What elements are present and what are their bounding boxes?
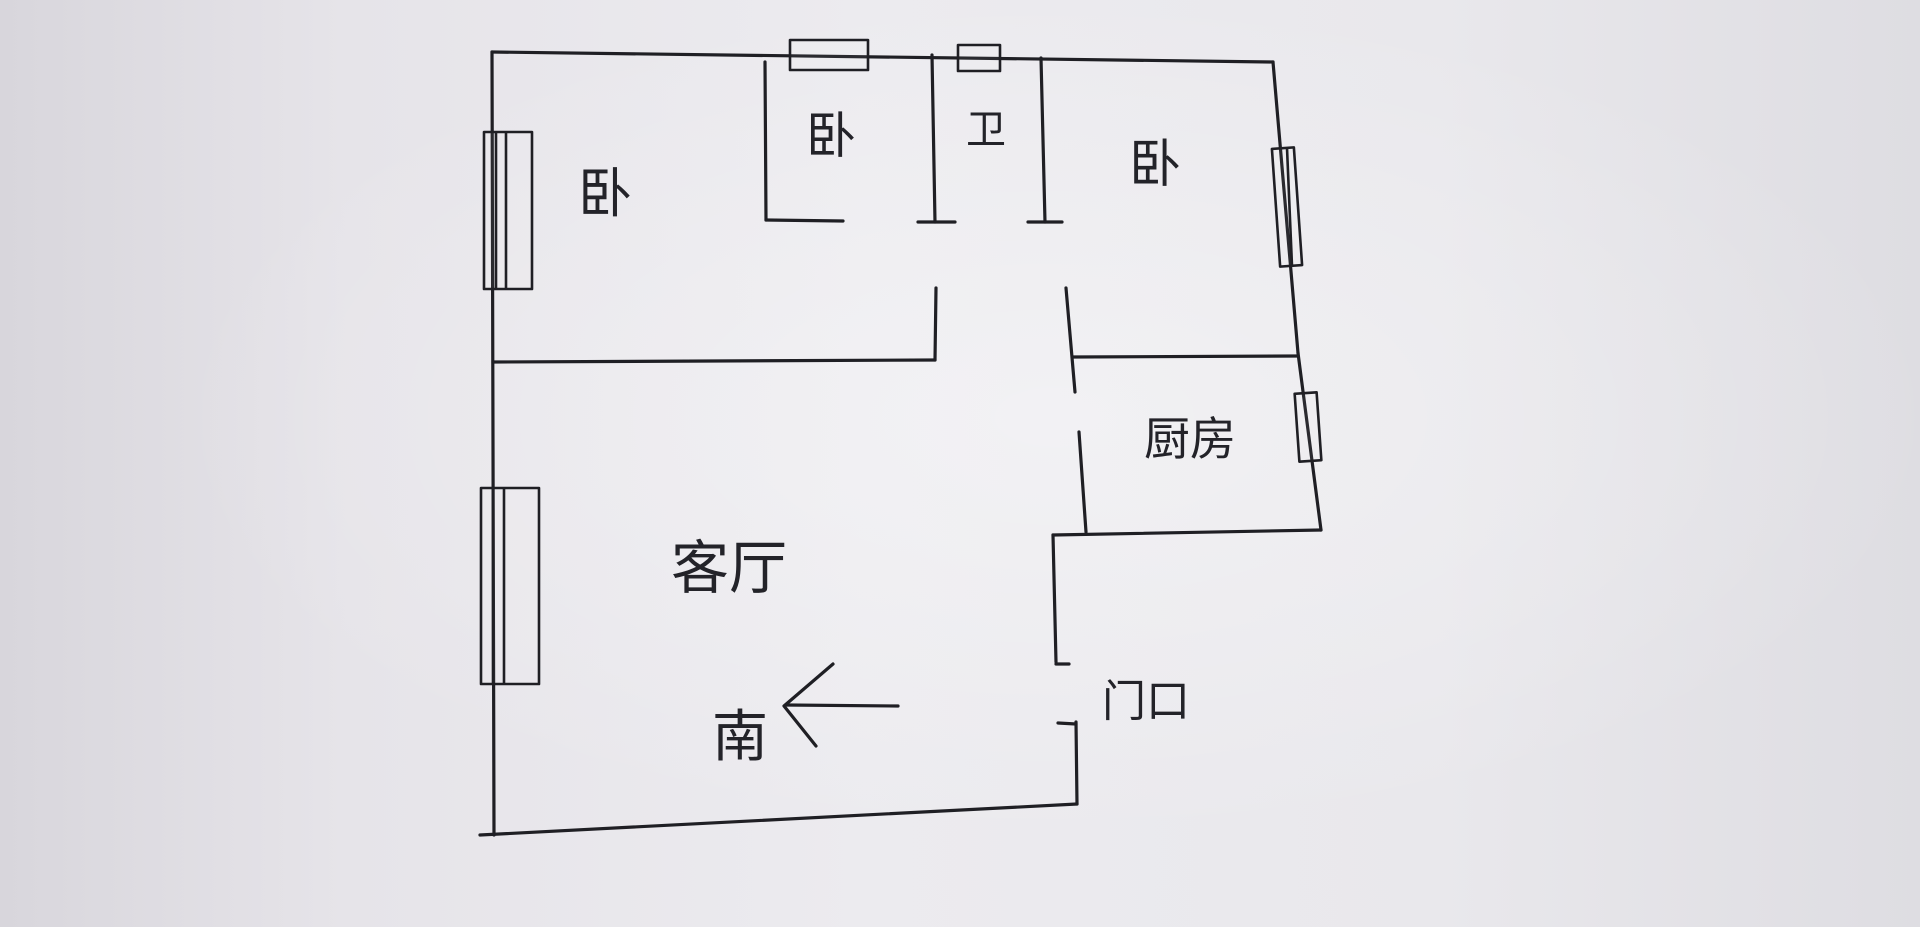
room-label-bedroom-right: 卧 — [1129, 135, 1181, 195]
wall-bedroom-middle-bottom — [764, 218, 845, 223]
wall-kitchen-top — [1071, 354, 1300, 359]
window-left-bedroom — [482, 130, 534, 291]
window-top-middle — [788, 38, 870, 72]
wall-kitchen-bottom — [1051, 528, 1323, 537]
wall-right-upper — [1271, 60, 1300, 355]
wall-entrance-left — [1051, 533, 1058, 664]
wall-kitchen-left — [1077, 430, 1088, 534]
wall-corridor-right — [1064, 286, 1077, 394]
wall-bedroom-middle-right — [930, 53, 937, 224]
wall-left — [490, 50, 496, 837]
wall-top — [490, 50, 1275, 64]
room-label-bedroom-middle: 卧 — [806, 107, 856, 165]
room-label-kitchen: 厨房 — [1144, 412, 1236, 466]
entrance-label: 门口 — [1102, 676, 1190, 727]
room-label-bathroom: 卫 — [966, 107, 1006, 153]
window-living-room — [479, 486, 541, 686]
window-top-bathroom — [956, 43, 1002, 73]
wall-bedroom-left-right — [933, 286, 938, 362]
door-stub-2 — [1056, 721, 1078, 726]
room-label-bedroom-left: 卧 — [578, 162, 632, 225]
south-direction-label: 南 — [712, 705, 768, 770]
left-arrow-icon — [782, 662, 900, 748]
wall-bedroom-middle-left — [763, 60, 768, 222]
window-kitchen — [1293, 391, 1323, 463]
window-right-bedroom-line — [1285, 147, 1294, 267]
wall-bedroom-left-bottom — [491, 358, 937, 364]
wall-bottom — [478, 802, 1079, 837]
wall-right-kitchen — [1296, 351, 1323, 532]
wall-bathroom-right — [1039, 56, 1047, 224]
wall-entrance-right — [1074, 720, 1079, 806]
room-label-living-room: 客厅 — [671, 534, 787, 602]
